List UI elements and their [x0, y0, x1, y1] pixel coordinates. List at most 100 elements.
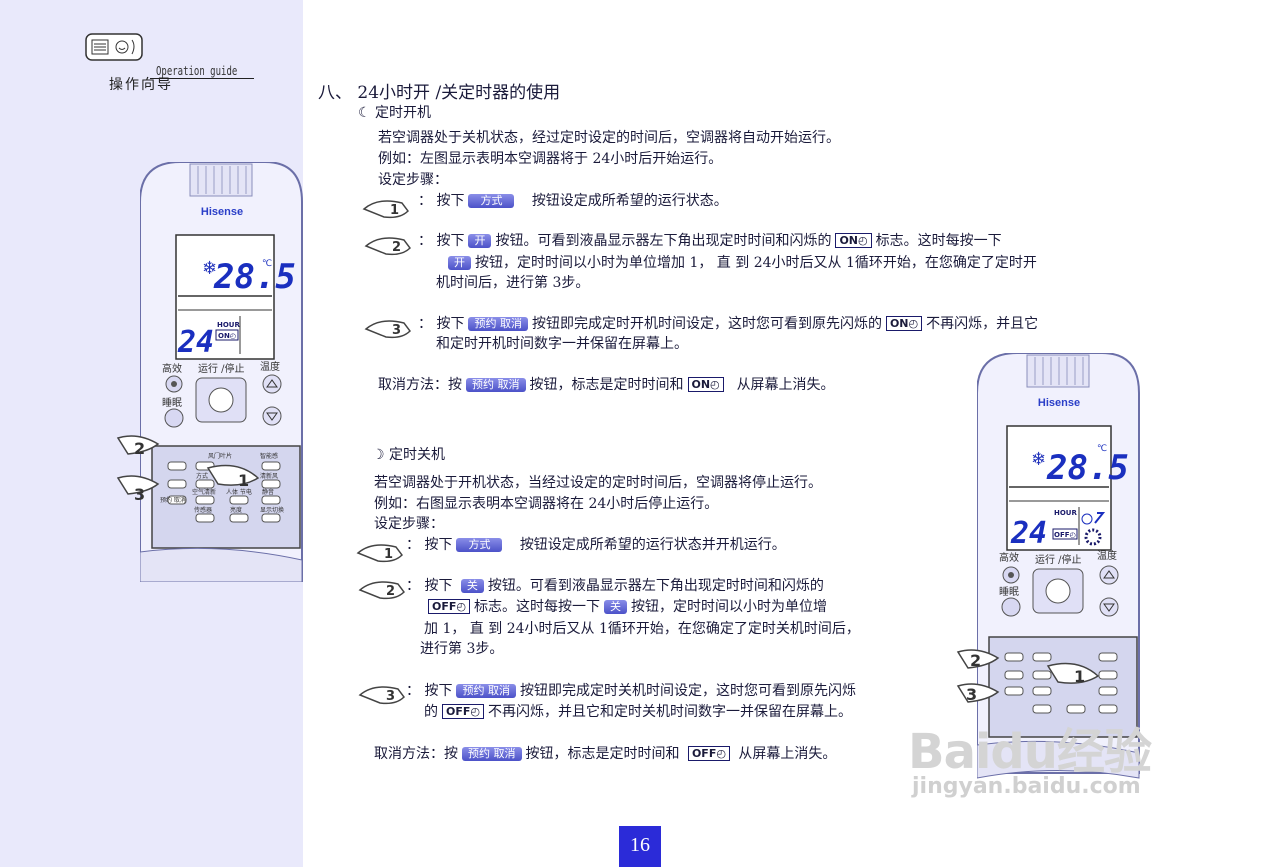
svg-text:❄: ❄	[1031, 449, 1046, 470]
svg-text:2: 2	[386, 584, 395, 599]
aircon-logo-icon	[85, 33, 143, 61]
svg-text:1: 1	[1074, 667, 1085, 686]
svg-text:睡眠: 睡眠	[162, 396, 182, 409]
svg-text:运行 /停止: 运行 /停止	[1035, 553, 1082, 566]
svg-text:风门叶片: 风门叶片	[208, 452, 232, 460]
timer-on-intro1: 若空调器处于关机状态，经过定时设定的时间后，空调器将自动开始运行。	[378, 130, 840, 146]
svg-text:2: 2	[134, 439, 145, 458]
on-button: 开	[468, 234, 492, 248]
svg-text:3: 3	[134, 485, 145, 504]
timer-off-step2-line2: OFF◴标志。这时每按一下关按钮，定时时间以小时为单位增	[424, 597, 827, 617]
remote-right-hand-callouts: 2 3 1	[956, 649, 1100, 704]
remote-left-hours: 24	[177, 325, 214, 360]
timer-off-steps-label: 设定步骤：	[374, 516, 444, 532]
remote-left-brand: Hisense	[201, 206, 243, 218]
svg-text:传感器: 传感器	[194, 506, 212, 514]
timer-off-step2-line1: ： 按下 关按钮。可看到液晶显示器左下角出现定时时间和闪烁的	[406, 578, 824, 594]
timer-off-step3-line1: ： 按下预约 取消按钮即完成定时关机时间设定，这时您可看到原先闪烁	[406, 683, 856, 699]
remote-right: Hisense ❄ 28.5 ℃ 24 HOUR OFF◴ 高效 运行 /停止 …	[977, 353, 1140, 779]
timer-cancel-button: 预约 取消	[468, 317, 528, 331]
svg-text:1: 1	[390, 203, 399, 218]
timer-on-step2-line3: 机时间后，进行第 3步。	[436, 275, 590, 291]
remote-left-hand-callouts: 2 3 1	[116, 435, 260, 504]
section-title: 八、 24小时开 /关定时器的使用	[318, 83, 561, 103]
mode-button: 方式	[468, 194, 515, 208]
svg-text:温度: 温度	[260, 360, 280, 373]
timer-cancel-button: 预约 取消	[456, 684, 516, 698]
timer-cancel-button: 预约 取消	[462, 747, 522, 761]
svg-text:亮度: 亮度	[230, 506, 242, 514]
svg-text:℃: ℃	[262, 259, 272, 269]
step-1-hand-icon: 1	[356, 544, 403, 563]
svg-text:3: 3	[392, 323, 401, 338]
timer-on-intro2: 例如：左图显示表明本空调器将于 24小时后开始运行。	[378, 151, 723, 167]
svg-text:静音: 静音	[262, 488, 274, 496]
remote-right-hours: 24	[1010, 516, 1047, 551]
svg-text:方式: 方式	[196, 472, 208, 480]
timer-off-step2-line3: 加 1， 直 到 24小时后又从 1循环开始，在您确定了定时关机时间后，	[424, 621, 860, 637]
page-number: 16	[619, 826, 661, 867]
svg-text:人体 节电: 人体 节电	[226, 488, 252, 496]
off-button: 关	[460, 579, 484, 593]
off-indicator: OFF◴	[428, 599, 470, 614]
on-indicator: ON◴	[885, 316, 923, 331]
timer-cancel-button: 预约 取消	[466, 378, 526, 392]
svg-text:高效: 高效	[999, 551, 1019, 564]
timer-off-step1: ： 按下方式 按钮设定成所希望的运行状态并开机运行。	[406, 537, 786, 553]
svg-text:3: 3	[386, 689, 395, 704]
svg-text:OFF◴: OFF◴	[1054, 531, 1076, 539]
svg-text:℃: ℃	[1097, 444, 1107, 454]
timer-off-step2-line4: 进行第 3步。	[420, 641, 504, 657]
watermark-logo: Baidu经验	[908, 724, 1152, 780]
svg-text:1: 1	[384, 547, 393, 562]
svg-text:睡眠: 睡眠	[999, 585, 1019, 598]
off-button: 关	[603, 600, 627, 614]
svg-text:2: 2	[970, 651, 981, 670]
timer-off-cancel: 取消方法：按预约 取消按钮，标志是定时时间和 OFF◴ 从屏幕上消失。	[374, 746, 837, 762]
svg-text:ON◴: ON◴	[218, 332, 236, 340]
svg-text:❄: ❄	[202, 258, 217, 279]
off-indicator: OFF◴	[442, 704, 484, 719]
svg-text:运行 /停止: 运行 /停止	[198, 362, 245, 375]
svg-text:显示切换: 显示切换	[260, 506, 284, 514]
off-indicator: OFF◴	[687, 746, 730, 761]
remote-left: Hisense ❄ 28.5 ℃ 24 HOUR ON◴ 高效 运行 /停止 温…	[140, 162, 303, 582]
timer-on-step3-line2: 和定时开机时间数字一并保留在屏幕上。	[436, 336, 688, 352]
remote-right-temp: 28.5	[1046, 448, 1129, 488]
on-indicator: ON◴	[835, 233, 872, 248]
guide-en-label: Operation guide	[156, 64, 238, 78]
step-2-hand-icon: 2	[364, 237, 411, 256]
svg-text:1: 1	[238, 471, 249, 490]
svg-text:HOUR: HOUR	[217, 321, 240, 329]
timer-off-title: ☽ 定时关机	[372, 447, 446, 463]
timer-on-step1: ： 按下方式 按钮设定成所希望的运行状态。	[418, 193, 728, 209]
on-indicator: ON◴	[687, 377, 724, 392]
step-1-hand-icon: 1	[362, 200, 409, 219]
svg-text:预约 取消: 预约 取消	[160, 496, 186, 504]
step-3-hand-icon: 3	[364, 320, 411, 339]
mode-button: 方式	[456, 538, 503, 552]
timer-on-step2-line2: 开按钮，定时时间以小时为单位增加 1， 直 到 24小时后又从 1循环开始，在您…	[444, 253, 1037, 273]
timer-on-steps-label: 设定步骤：	[378, 172, 448, 188]
on-button: 开	[448, 256, 471, 270]
remote-left-temp: 28.5	[213, 257, 296, 297]
svg-text:温度: 温度	[1097, 549, 1117, 562]
svg-text:空气清新: 空气清新	[192, 488, 216, 496]
timer-on-title: ☾ 定时开机	[358, 105, 432, 121]
timer-off-intro2: 例如：右图显示表明本空调器将在 24小时后停止运行。	[374, 496, 719, 512]
svg-text:3: 3	[966, 685, 977, 704]
svg-text:清新风: 清新风	[260, 472, 278, 480]
guide-cn-label: 操作向导	[109, 77, 173, 93]
svg-text:2: 2	[392, 240, 401, 255]
svg-text:高效: 高效	[162, 362, 182, 375]
step-3-hand-icon: 3	[358, 686, 405, 705]
guide-underline	[150, 78, 254, 79]
watermark-url: jingyan.baidu.com	[912, 774, 1141, 799]
remote-right-brand: Hisense	[1038, 397, 1080, 409]
svg-text:HOUR: HOUR	[1054, 509, 1077, 517]
timer-off-intro1: 若空调器处于开机状态，当经过设定的定时时间后，空调器将停止运行。	[374, 475, 822, 491]
